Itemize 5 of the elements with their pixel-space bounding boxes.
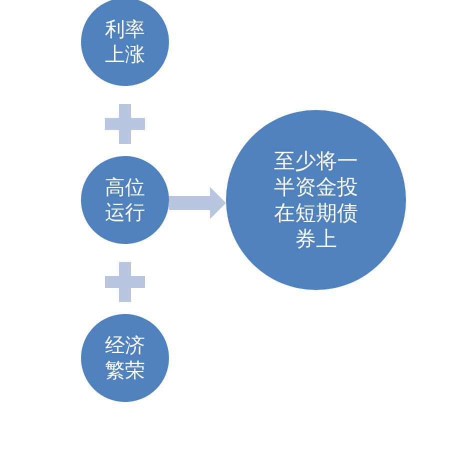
arrow [169,187,226,219]
circle-label: 经济繁荣 [104,333,146,383]
circle-label: 至少将一半资金投在短期债券上 [273,148,359,252]
circle-label: 利率上涨 [104,17,146,67]
circle-label: 高位运行 [104,175,146,225]
